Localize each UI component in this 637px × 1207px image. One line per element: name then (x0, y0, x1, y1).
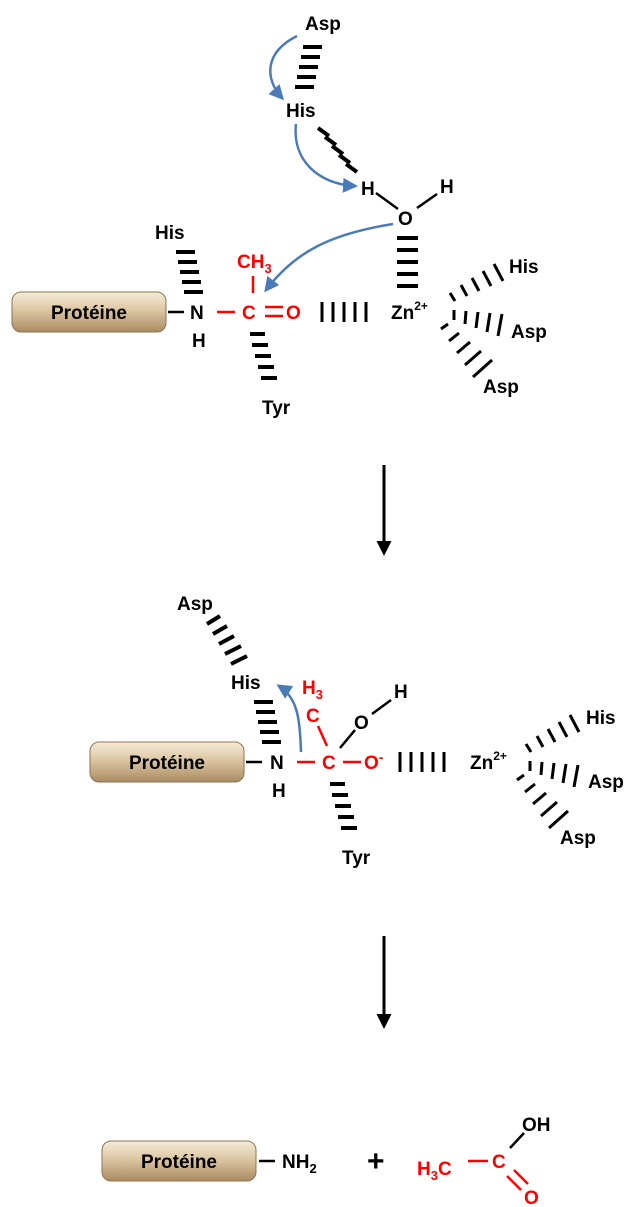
bond-c-oh (339, 729, 356, 749)
zn-asp-label-2b: Asp (560, 828, 596, 849)
hbond-asp-his (295, 45, 322, 89)
his-top-label: His (286, 101, 316, 122)
bond-ch3-c-2 (316, 725, 329, 747)
bond-c-o-3b (513, 1169, 529, 1185)
svg-text:Protéine: Protéine (129, 753, 205, 774)
svg-text:Protéine: Protéine (141, 1152, 217, 1173)
hbond-his-n-2 (254, 700, 281, 744)
hydroxyl-o: O (354, 713, 369, 734)
zinc-ion-1: Zn2+ (391, 299, 428, 324)
amide-h-2: H (272, 781, 286, 802)
zn-ligands-1 (440, 263, 505, 379)
step-2: Asp His Protéine N H H3 C C O (89, 594, 624, 869)
asp-top-label: Asp (305, 14, 341, 35)
hbond-c-tyr (250, 332, 277, 380)
hbond-o-zn (397, 236, 418, 288)
zn-asp-label-1a: Asp (511, 322, 547, 343)
his-left-label: His (155, 223, 185, 244)
methyl-ch3: CH3 (237, 252, 272, 276)
carbonyl-o: O (286, 303, 301, 324)
curved-arrow-o-c (264, 222, 394, 293)
bond-o-h (416, 192, 438, 210)
step-1: Asp His H O H (11, 14, 547, 419)
bond-h-o (375, 191, 399, 211)
acid-oh: OH (522, 1115, 551, 1136)
his-mid-label: His (231, 673, 261, 694)
tyr-label-1: Tyr (262, 398, 291, 419)
protein-pill-1: Protéine (11, 291, 167, 333)
carbonyl-c: C (242, 303, 256, 324)
methyl-c: C (306, 706, 320, 727)
acid-c: C (492, 1152, 506, 1173)
oxyanion: O- (364, 749, 384, 774)
water-o: O (398, 209, 413, 230)
zn-his-label-1: His (509, 257, 539, 278)
hbond-c-tyr-2 (330, 782, 357, 830)
curved-arrow-his-h (294, 123, 358, 193)
amide-h: H (192, 331, 206, 352)
tyr-label-2: Tyr (342, 848, 371, 869)
svg-text:Protéine: Protéine (51, 303, 127, 324)
acetic-h3c: H3C (417, 1159, 452, 1183)
bond-o-h-2 (371, 698, 392, 716)
water-h-left: H (361, 179, 375, 200)
hbond-asp-his-2 (205, 614, 248, 666)
bond-c-oh-3 (509, 1132, 525, 1149)
zn-ligands-2 (516, 714, 581, 830)
hydroxyl-h: H (394, 682, 408, 703)
water-h-right: H (440, 177, 454, 198)
zinc-ion-2: Zn2+ (470, 749, 507, 774)
protein-pill-3: Protéine (101, 1140, 257, 1182)
zn-asp-label-2a: Asp (588, 772, 624, 793)
amine-nh2: NH2 (282, 1152, 317, 1176)
curved-arrow-c-his (276, 684, 303, 753)
curved-arrow-asp-his (268, 34, 298, 101)
amide-n-2: N (270, 753, 284, 774)
products: Protéine NH2 + H3C C OH O (101, 1115, 551, 1207)
hbond-his-h (316, 126, 359, 174)
zn-asp-label-1b: Asp (483, 377, 519, 398)
amide-n: N (190, 303, 204, 324)
tetrahedral-c: C (322, 753, 336, 774)
hbond-o-zn-horizontal (320, 302, 368, 322)
plus-sign: + (367, 1145, 385, 1178)
acid-o: O (524, 1188, 539, 1207)
methyl-h3: H3 (302, 678, 323, 702)
bond-c-o-3a (506, 1175, 522, 1191)
hbond-ominus-zn (398, 752, 446, 772)
protein-pill-2: Protéine (89, 741, 245, 783)
hbond-his-n (176, 250, 203, 294)
asp-mid-label: Asp (177, 594, 213, 615)
zn-his-label-2: His (586, 708, 616, 729)
